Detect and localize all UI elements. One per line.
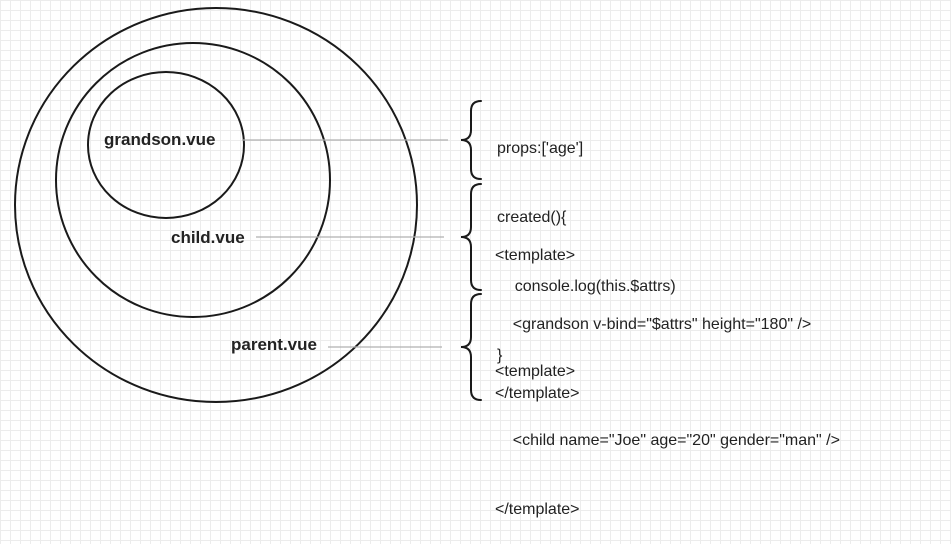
code-line: props:['age'] — [497, 140, 584, 157]
code-line: <template> — [495, 247, 576, 264]
parent-brace — [460, 293, 482, 401]
grandson-code-block: props:['age'] created(){ console.log(thi… — [497, 91, 676, 390]
code-line: </template> — [495, 385, 580, 402]
parent-circle — [14, 7, 418, 403]
grandson-label: grandson.vue — [104, 130, 216, 149]
child-circle — [55, 42, 331, 318]
parent-code-block: <template> <child name="Joe" age="20" ge… — [495, 314, 840, 544]
code-line: </template> — [495, 501, 580, 518]
diagram-canvas — [14, 7, 482, 403]
code-line: <child name="Joe" age="20" gender="man" … — [495, 432, 840, 449]
code-line: created(){ — [497, 209, 567, 226]
code-line: console.log(this.$attrs) — [497, 278, 676, 295]
child-brace — [460, 183, 482, 291]
child-code-block: <template> <grandson v-bind="$attrs" hei… — [495, 198, 811, 428]
code-line: } — [497, 347, 503, 364]
grandson-circle — [87, 71, 245, 219]
parent-label: parent.vue — [231, 335, 317, 354]
grandson-brace — [460, 100, 482, 180]
code-line: <template> — [495, 363, 576, 380]
child-label: child.vue — [171, 228, 245, 247]
code-line: <grandson v-bind="$attrs" height="180" /… — [495, 316, 812, 333]
